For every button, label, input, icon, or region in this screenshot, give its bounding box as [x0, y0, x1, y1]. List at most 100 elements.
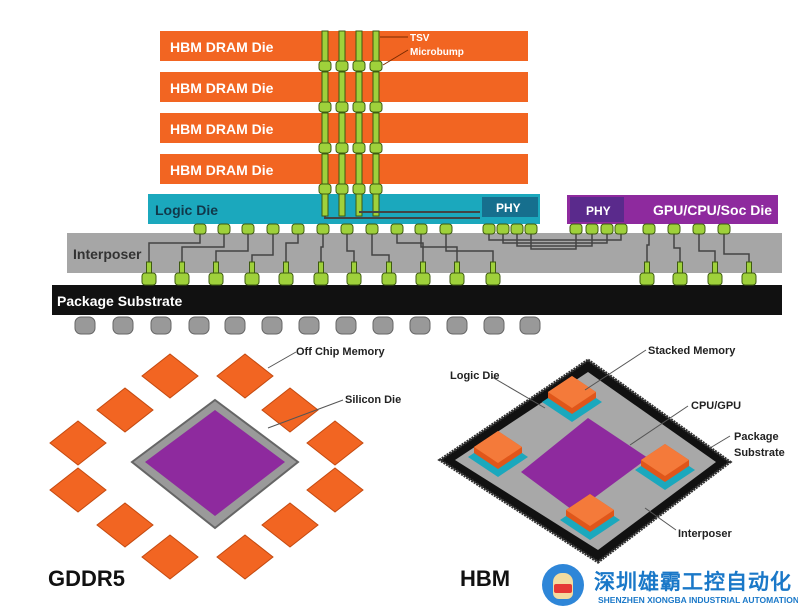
gddr5-memory-chips — [49, 353, 364, 580]
hbm-stacked-memory-label: Stacked Memory — [648, 345, 736, 357]
interposer-wire — [396, 233, 424, 273]
microbump — [569, 223, 583, 235]
microbump — [193, 223, 207, 235]
interposer-wire — [673, 233, 681, 273]
microbump — [600, 223, 614, 235]
phy-link-wire — [516, 233, 593, 247]
off-chip-memory-label: Off Chip Memory — [296, 346, 385, 358]
tsv — [321, 112, 329, 144]
microbump — [291, 223, 305, 235]
logic-die-label: Logic Die — [155, 202, 218, 218]
c4-bump — [313, 272, 329, 286]
microbump — [318, 60, 332, 72]
solder-ball — [188, 316, 210, 335]
tsv — [338, 30, 346, 62]
logic-phy-label: PHY — [496, 201, 521, 215]
interposer-tsv — [746, 261, 752, 274]
interposer-tsv — [283, 261, 289, 274]
tsv-label: TSV — [410, 33, 430, 44]
c4-bump — [244, 272, 260, 286]
tsv — [372, 71, 380, 103]
phy-link-wire — [530, 233, 577, 250]
microbump — [496, 223, 510, 235]
c4-bump — [174, 272, 190, 286]
tsv — [338, 153, 346, 185]
interposer-tsv — [146, 261, 152, 274]
microbump — [585, 223, 599, 235]
interposer-wire — [320, 233, 324, 273]
microbump — [510, 223, 524, 235]
microbump-leader — [382, 49, 409, 66]
microbump — [318, 183, 332, 195]
tsv — [338, 112, 346, 144]
hbm-memory-stack-top — [641, 444, 689, 476]
solder-ball — [261, 316, 283, 335]
watermark-en: SHENZHEN XIONGBA INDUSTRIAL AUTOMATION — [598, 595, 798, 605]
gddr5-memory-chip — [141, 353, 199, 399]
microbump — [217, 223, 231, 235]
substrate-label: Package Substrate — [57, 293, 182, 309]
c4-bump — [278, 272, 294, 286]
gddr5-memory-chip — [261, 502, 319, 548]
c4-bump — [381, 272, 397, 286]
hbm-substrate-label: Substrate — [734, 447, 785, 459]
microbump — [667, 223, 681, 235]
c4-bump — [346, 272, 362, 286]
watermark: 深圳雄霸工控自动化 SHENZHEN XIONGBA INDUSTRIAL AU… — [540, 562, 798, 610]
solder-ball — [519, 316, 541, 335]
hbm-memory-stack-top — [548, 376, 596, 408]
tsv — [355, 71, 363, 103]
microbump — [365, 223, 379, 235]
interposer-tsv — [420, 261, 426, 274]
phy-link-wire — [502, 233, 608, 244]
solder-ball — [483, 316, 505, 335]
tsv-columns — [318, 30, 480, 219]
microbump — [266, 223, 280, 235]
hbm-title: HBM — [460, 566, 510, 591]
logic-die-routing — [324, 211, 480, 219]
microbump — [241, 223, 255, 235]
interposer-wire — [148, 233, 201, 273]
microbump — [352, 183, 366, 195]
microbump — [352, 142, 366, 154]
dram-die-label: HBM DRAM Die — [170, 80, 274, 96]
package-substrate — [52, 285, 782, 315]
gddr5-memory-chip — [141, 534, 199, 580]
tsv — [372, 30, 380, 62]
hbm-package-label: Package — [734, 431, 779, 443]
microbump — [318, 101, 332, 113]
gddr5-memory-chip — [49, 420, 107, 466]
microbump — [439, 223, 453, 235]
microbump — [369, 183, 383, 195]
interposer-tsv — [677, 261, 683, 274]
microbump — [352, 101, 366, 113]
interposer-tsv — [712, 261, 718, 274]
c4-bump — [707, 272, 723, 286]
hbm-cpu-leader — [629, 405, 689, 446]
gddr5-diagram: Off Chip Memory Silicon Die GDDR5 — [48, 346, 401, 591]
microbump — [717, 223, 731, 235]
tsv — [355, 30, 363, 62]
hbm-package-leader — [709, 435, 731, 449]
tsv — [321, 71, 329, 103]
hbm-memory-stack-top — [566, 494, 614, 526]
solder-ball — [298, 316, 320, 335]
interposer-wiring — [148, 233, 750, 273]
gddr5-memory-chip — [306, 420, 364, 466]
hbm-interposer-label: Interposer — [678, 528, 733, 540]
hbm-interposer-leader — [644, 507, 677, 531]
gpu-phy-label: PHY — [586, 204, 611, 218]
microbump — [369, 101, 383, 113]
c4-bump — [672, 272, 688, 286]
c4-bump — [639, 272, 655, 286]
tsv — [321, 30, 329, 62]
microbump — [482, 223, 496, 235]
gddr5-silicon-die — [145, 410, 285, 516]
microbump — [369, 142, 383, 154]
tsv — [338, 193, 346, 217]
tsv — [355, 112, 363, 144]
microbump — [335, 60, 349, 72]
microbump — [318, 142, 332, 154]
hbm-logic-die-label: Logic Die — [450, 370, 500, 382]
